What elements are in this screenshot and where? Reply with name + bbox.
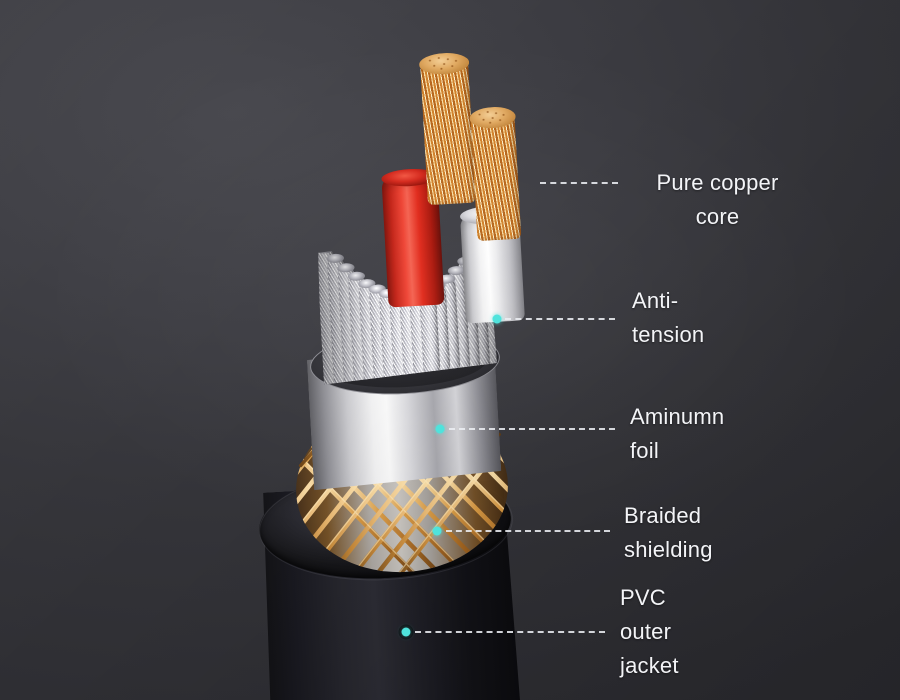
copper-core-strands xyxy=(420,60,476,206)
callout-leader-line xyxy=(540,182,618,184)
copper-core-secondary xyxy=(469,105,522,242)
callout-leader-line xyxy=(505,318,615,320)
callout-label-anti-tension: Anti-tension xyxy=(632,288,705,347)
callout-leader-line xyxy=(449,428,615,430)
callout-label-pvc-outer-jacket: PVC outer jacket xyxy=(620,585,679,678)
callout-label-pure-copper-core: Pure copper core xyxy=(656,170,779,229)
callout-leader-line xyxy=(446,530,610,532)
callout-anchor-dot xyxy=(432,526,442,536)
callout-anchor-dot xyxy=(435,424,445,434)
callout-label-aluminum-foil: Aminumn foil xyxy=(630,404,725,463)
copper-core-primary xyxy=(418,51,476,206)
copper-core-strands xyxy=(470,114,522,242)
callout-anchor-dot xyxy=(492,314,502,324)
callout-label-braided-shielding: Braided shielding xyxy=(624,503,713,562)
callout-anchor-dot xyxy=(401,627,411,637)
callout-leader-line xyxy=(415,631,605,633)
